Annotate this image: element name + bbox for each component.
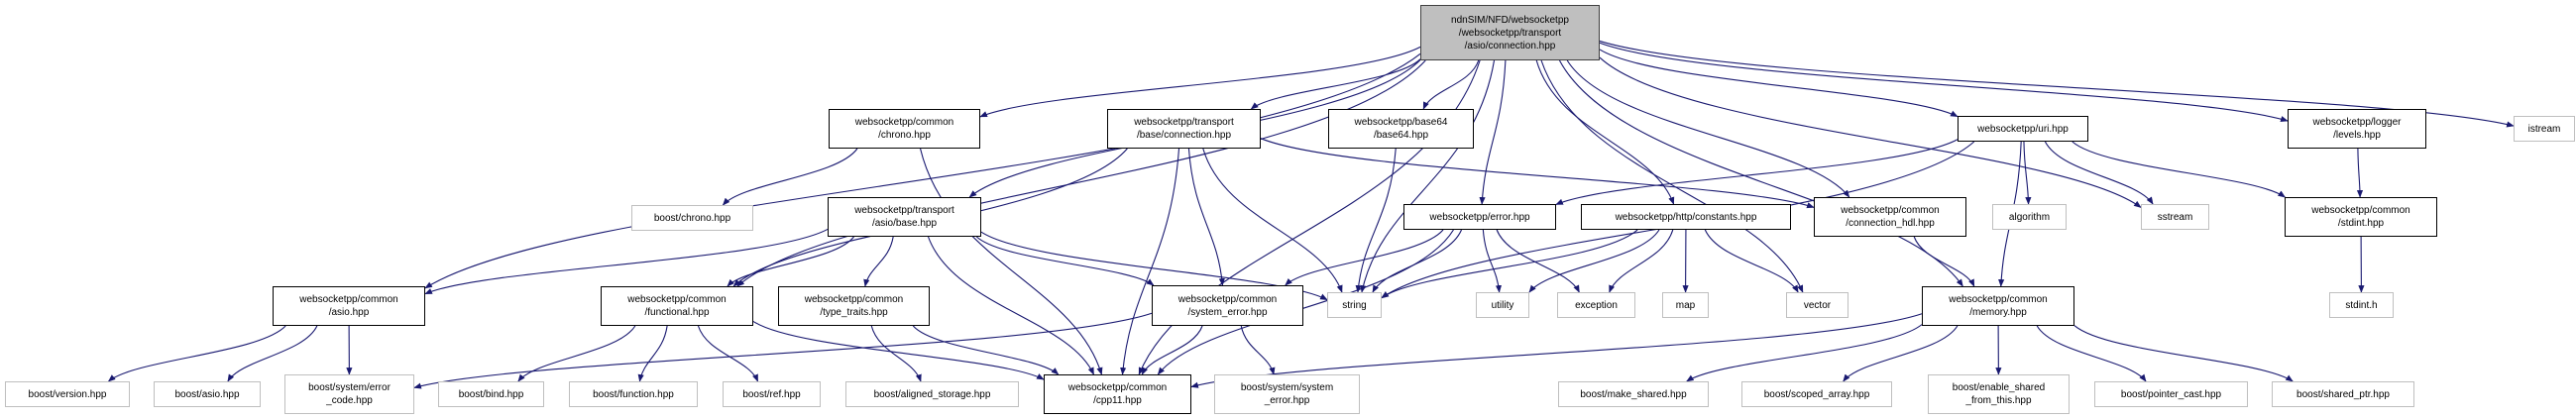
edge-asio_base-to-functional <box>727 236 854 287</box>
edge-functional-to-boost_ref <box>697 325 759 382</box>
edge-root-to-base64 <box>1422 59 1480 110</box>
node-stdint-hpp[interactable]: websocketpp/common /stdint.hpp <box>2285 197 2437 237</box>
edge-uri-to-sstream <box>2044 141 2154 205</box>
node-http-constants[interactable]: websocketpp/http/constants.hpp <box>1581 204 1791 230</box>
edge-functional-to-boost_bind <box>517 325 636 382</box>
edge-levels-to-stdint_hpp <box>2356 148 2364 198</box>
edge-root-to-levels <box>1599 42 2289 123</box>
node-sstream[interactable]: sstream <box>2141 204 2209 230</box>
edge-functional-to-boost_function <box>637 325 668 382</box>
node-boost-error-code[interactable]: boost/system/error _code.hpp <box>284 374 414 414</box>
edge-http_constants-to-vector <box>1704 229 1799 293</box>
edge-error-to-cpp11 <box>1157 229 1454 375</box>
node-map[interactable]: map <box>1662 292 1709 318</box>
node-algorithm[interactable]: algorithm <box>1992 204 2067 230</box>
node-common-asio[interactable]: websocketpp/common /asio.hpp <box>273 286 425 326</box>
edge-root-to-http_constants <box>1535 59 1675 205</box>
edge-http_constants-to-string <box>1381 229 1638 299</box>
edge-system_error-to-boost_error_code <box>413 312 1153 389</box>
edge-functional-to-cpp11 <box>752 320 1045 380</box>
node-connection-hdl[interactable]: websocketpp/common /connection_hdl.hpp <box>1814 197 1966 237</box>
edge-root-to-vector <box>1540 59 1804 293</box>
node-boost-aligned-storage[interactable]: boost/aligned_storage.hpp <box>845 381 1019 407</box>
node-functional[interactable]: websocketpp/common /functional.hpp <box>601 286 753 326</box>
node-boost-system-error[interactable]: boost/system/system _error.hpp <box>1214 374 1360 414</box>
edge-base_connection-to-system_error <box>1187 148 1225 286</box>
edge-error-to-exception <box>1496 229 1580 293</box>
edge-root-to-functional <box>736 59 1426 287</box>
node-base-connection[interactable]: websocketpp/transport /base/connection.h… <box>1107 109 1261 149</box>
edge-root-to-connection_hdl <box>1566 59 1850 198</box>
edge-chrono-to-boost_chrono <box>722 148 858 206</box>
edge-uri-to-algorithm <box>2023 141 2032 205</box>
edge-http_constants-to-utility <box>1528 229 1660 293</box>
edge-http_constants-to-exception <box>1609 229 1674 293</box>
node-boost-function[interactable]: boost/function.hpp <box>569 381 698 407</box>
node-boost-shared-ptr[interactable]: boost/shared_ptr.hpp <box>2272 381 2414 407</box>
node-boost-chrono[interactable]: boost/chrono.hpp <box>631 205 753 231</box>
edge-base_connection-to-cpp11 <box>1120 148 1180 375</box>
edge-system_error-to-cpp11 <box>1141 325 1203 375</box>
edge-asio_base-to-type_traits <box>863 236 894 287</box>
node-vector[interactable]: vector <box>1786 292 1848 318</box>
edge-error-to-string <box>1372 229 1463 293</box>
edge-uri-to-stdint_hpp <box>2072 141 2287 198</box>
node-istream[interactable]: istream <box>2514 116 2575 142</box>
edge-common_asio-to-boost_asio <box>227 325 318 382</box>
edge-type_traits-to-cpp11 <box>912 325 1060 375</box>
edge-base_connection-to-connection_hdl <box>1260 138 1815 209</box>
edge-asio_base-to-cpp11 <box>928 236 1094 375</box>
edge-memory-to-boost_shared_ptr <box>2073 325 2294 382</box>
edge-memory-to-boost_make_shared <box>1686 324 1923 382</box>
node-chrono[interactable]: websocketpp/common /chrono.hpp <box>829 109 980 149</box>
node-boost-asio[interactable]: boost/asio.hpp <box>154 381 261 407</box>
edge-chrono-to-cpp11 <box>920 148 1103 375</box>
edge-type_traits-to-boost_aligned_storage <box>870 325 922 382</box>
edge-uri-to-error <box>1555 139 1959 206</box>
node-base64[interactable]: websocketpp/base64 /base64.hpp <box>1328 109 1474 149</box>
edge-root-to-memory <box>1558 59 1963 287</box>
node-error[interactable]: websocketpp/error.hpp <box>1403 204 1556 230</box>
node-boost-version[interactable]: boost/version.hpp <box>5 381 130 407</box>
edge-memory-to-boost_pointer_cast <box>2036 325 2147 382</box>
node-logger-levels[interactable]: websocketpp/logger /levels.hpp <box>2288 109 2426 149</box>
node-boost-scoped-array[interactable]: boost/scoped_array.hpp <box>1741 381 1892 407</box>
node-root[interactable]: ndnSIM/NFD/websocketpp /websocketpp/tran… <box>1420 5 1600 60</box>
node-asio-base[interactable]: websocketpp/transport /asio/base.hpp <box>828 197 981 237</box>
edge-root-to-base_connection <box>1250 58 1421 110</box>
edge-error-to-utility <box>1482 229 1503 293</box>
edge-base_connection-to-string <box>1202 148 1343 293</box>
node-boost-ref[interactable]: boost/ref.hpp <box>723 381 821 407</box>
edge-common_asio-to-boost_version <box>107 325 286 382</box>
node-boost-make-shared[interactable]: boost/make_shared.hpp <box>1558 381 1709 407</box>
node-utility[interactable]: utility <box>1476 292 1529 318</box>
edge-root-to-chrono <box>979 46 1421 118</box>
edge-connection_hdl-to-memory <box>1913 236 1975 287</box>
edge-root-to-uri <box>1599 49 1959 118</box>
edge-root-to-sstream <box>1599 56 2142 208</box>
node-system-error[interactable]: websocketpp/common /system_error.hpp <box>1152 285 1303 326</box>
edge-root-to-string <box>1360 59 1496 293</box>
edge-root-to-common_asio <box>424 52 1421 289</box>
edge-root-to-error <box>1479 59 1507 205</box>
edge-asio_base-to-system_error <box>975 236 1155 286</box>
edge-memory-to-boost_scoped_array <box>1843 325 1959 382</box>
node-cpp11[interactable]: websocketpp/common /cpp11.hpp <box>1044 374 1191 414</box>
node-type-traits[interactable]: websocketpp/common /type_traits.hpp <box>778 286 930 326</box>
node-boost-enable-shared[interactable]: boost/enable_shared _from_this.hpp <box>1928 374 2070 414</box>
edge-base64-to-string <box>1355 148 1397 293</box>
edge-error-to-system_error <box>1285 229 1444 286</box>
edge-asio_base-to-common_asio <box>424 228 829 295</box>
node-boost-bind[interactable]: boost/bind.hpp <box>438 381 544 407</box>
node-stdint-h[interactable]: stdint.h <box>2329 292 2394 318</box>
edge-system_error-to-boost_system_error <box>1240 325 1276 375</box>
node-uri[interactable]: websocketpp/uri.hpp <box>1958 116 2088 142</box>
node-memory[interactable]: websocketpp/common /memory.hpp <box>1922 286 2074 326</box>
node-boost-pointer-cast[interactable]: boost/pointer_cast.hpp <box>2094 381 2248 407</box>
node-exception[interactable]: exception <box>1557 292 1635 318</box>
node-string[interactable]: string <box>1327 292 1382 318</box>
